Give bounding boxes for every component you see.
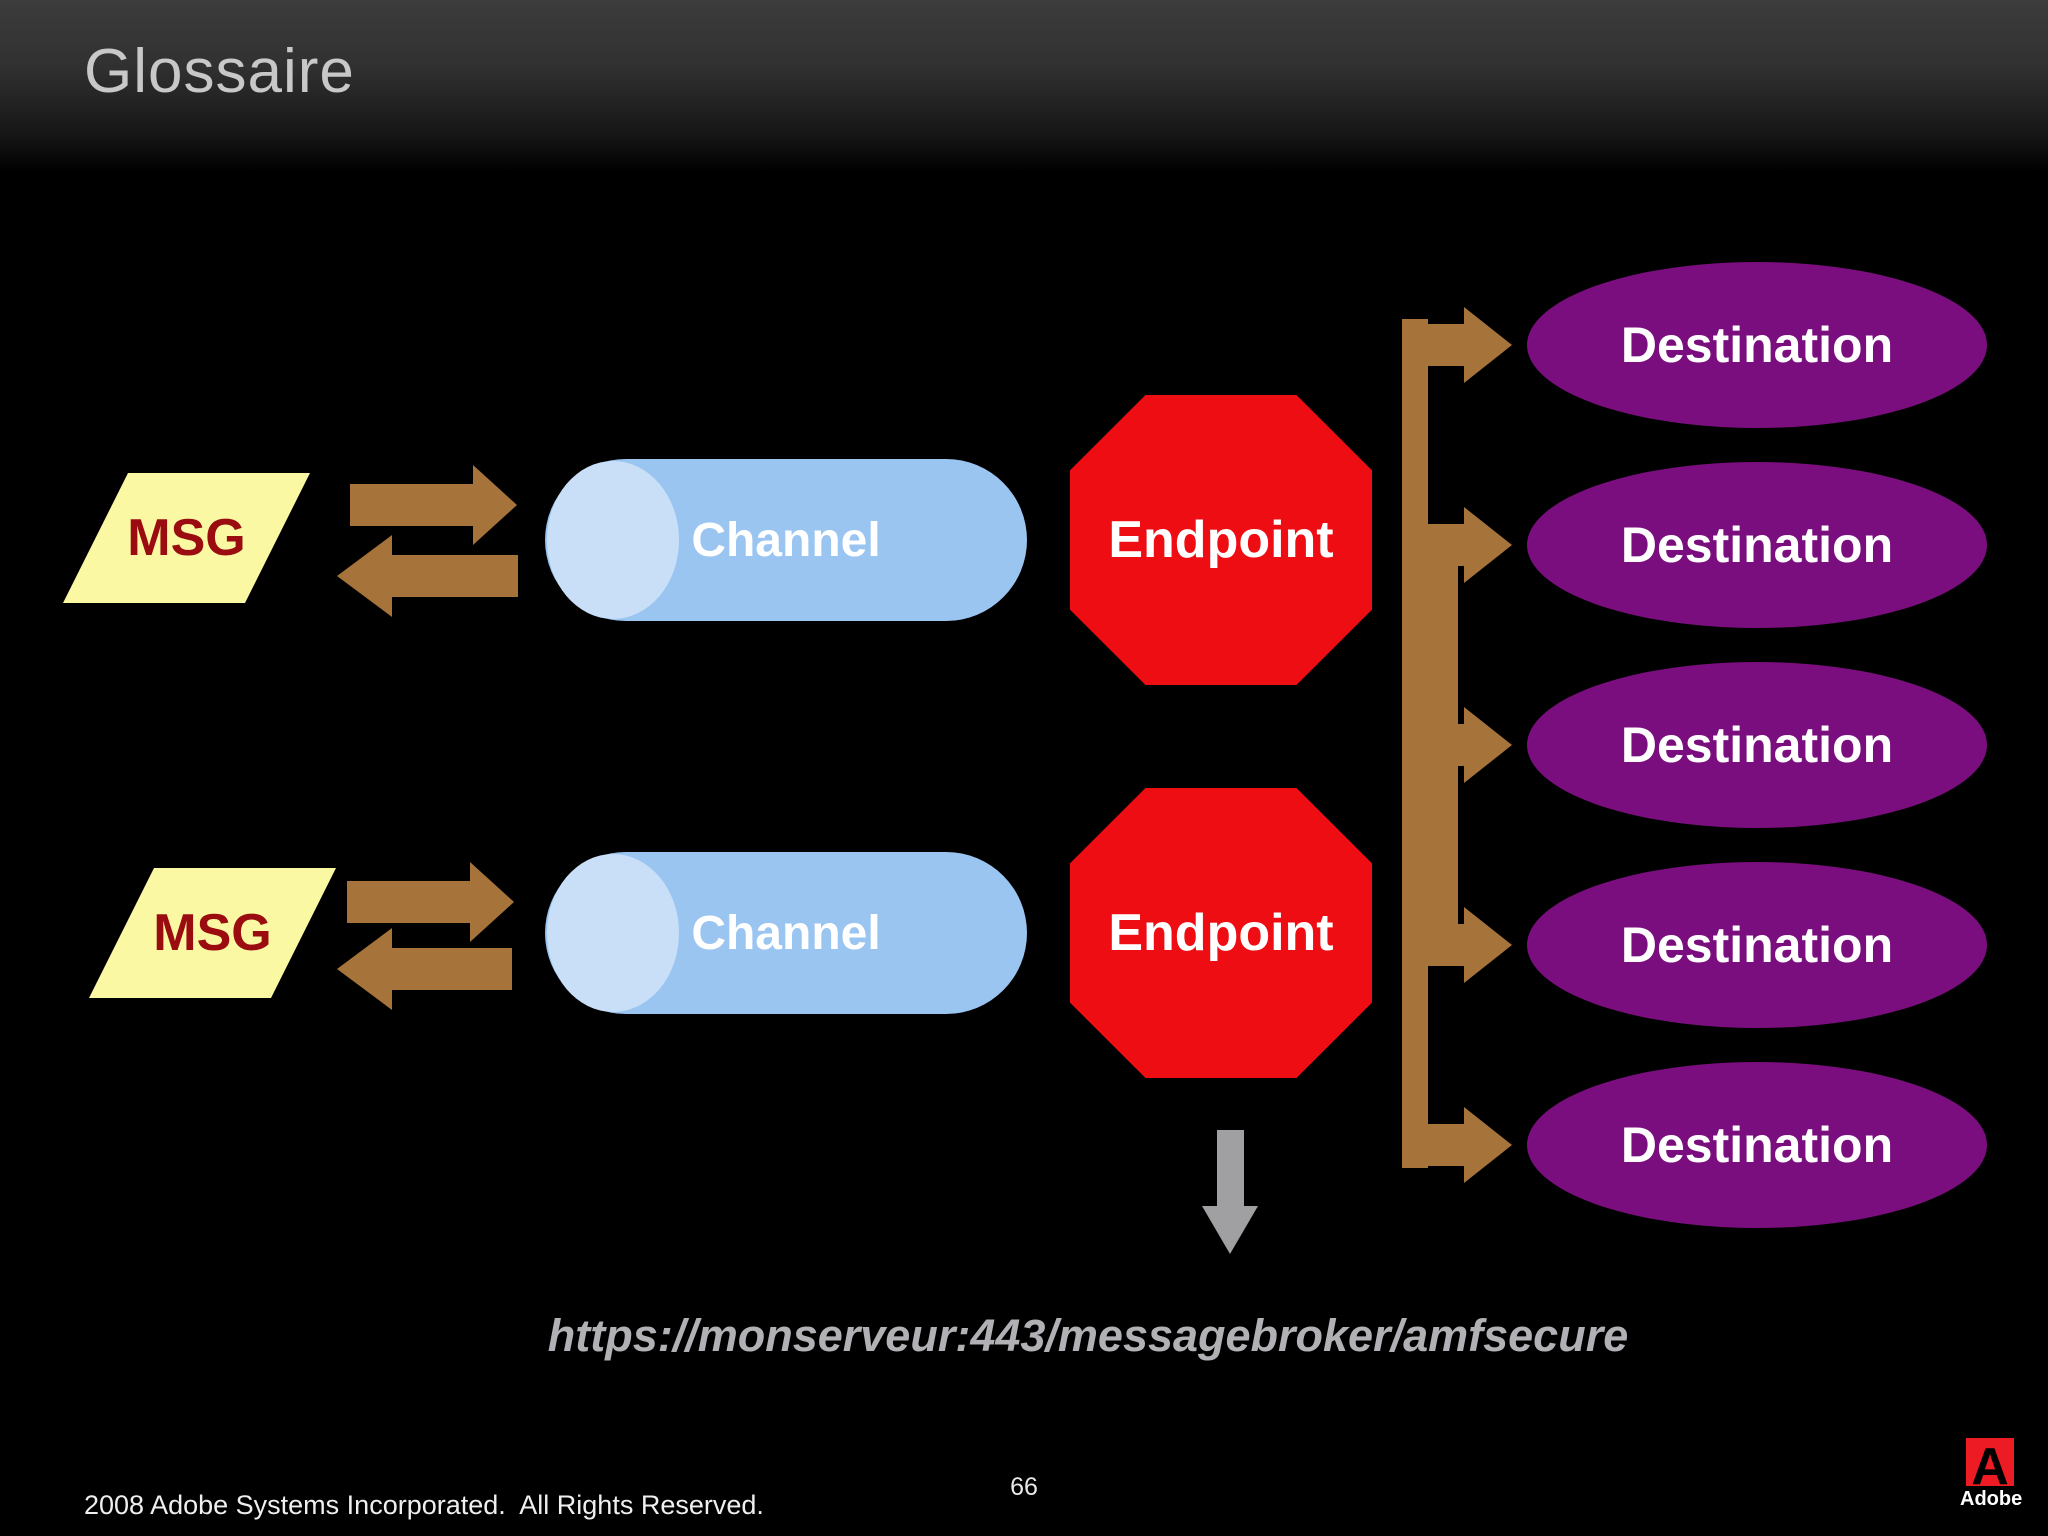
endpoint-label: Endpoint bbox=[1108, 904, 1334, 962]
slide-header: Glossaire bbox=[0, 0, 2048, 172]
endpoint-url-arrow bbox=[1202, 1130, 1258, 1254]
arrow-right-icon bbox=[350, 465, 517, 545]
destination-shape-5: Destination bbox=[1527, 1062, 1987, 1228]
endpoint-shape-2: Endpoint bbox=[1070, 788, 1372, 1078]
footer-copyright: 2008 Adobe Systems Incorporated. All Rig… bbox=[84, 1490, 764, 1520]
channel-label: Channel bbox=[691, 906, 881, 960]
trunk-arm-arrow-4 bbox=[1402, 907, 1512, 983]
arrow-right-icon bbox=[1464, 907, 1512, 983]
msg-label: MSG bbox=[127, 509, 246, 567]
channel-shape-1: Channel bbox=[545, 459, 1027, 621]
trunk-arm-arrow-5 bbox=[1402, 1107, 1512, 1183]
channel-shape-2: Channel bbox=[545, 852, 1027, 1014]
endpoint-destination-trunk bbox=[1402, 307, 1512, 1183]
page-number: 66 bbox=[1010, 1473, 1038, 1501]
destination-label: Destination bbox=[1620, 1117, 1894, 1173]
destination-shape-4: Destination bbox=[1527, 862, 1987, 1028]
arrow-left-icon bbox=[337, 928, 512, 1010]
url-caption: https://monserveur:443/messagebroker/amf… bbox=[547, 1310, 1629, 1361]
page-title: Glossaire bbox=[84, 37, 355, 106]
bidirectional-arrows-row2 bbox=[337, 862, 514, 1010]
adobe-wordmark: Adobe bbox=[1960, 1488, 2023, 1510]
arrow-right-icon bbox=[347, 862, 514, 942]
svg-text:A: A bbox=[1971, 1438, 2009, 1486]
trunk-arm-arrow-2 bbox=[1402, 507, 1512, 583]
destination-shape-3: Destination bbox=[1527, 662, 1987, 828]
trunk-arm-arrow-3 bbox=[1402, 707, 1512, 783]
destination-label: Destination bbox=[1620, 917, 1894, 973]
arrow-right-icon bbox=[1464, 1107, 1512, 1183]
adobe-logo: A Adobe bbox=[1960, 1438, 2023, 1511]
destination-label: Destination bbox=[1620, 317, 1894, 373]
trunk-arm-arrow-1 bbox=[1402, 307, 1512, 383]
destination-label: Destination bbox=[1620, 517, 1894, 573]
destination-label: Destination bbox=[1620, 717, 1894, 773]
bidirectional-arrows-row1 bbox=[337, 465, 518, 617]
arrow-right-icon bbox=[1464, 307, 1512, 383]
arrow-right-icon bbox=[1464, 707, 1512, 783]
arrow-down-icon bbox=[1202, 1206, 1258, 1254]
endpoint-label: Endpoint bbox=[1108, 511, 1334, 569]
arrow-left-icon bbox=[337, 535, 518, 617]
arrow-right-icon bbox=[1464, 507, 1512, 583]
adobe-logo-icon: A bbox=[1966, 1438, 2014, 1486]
destination-shape-2: Destination bbox=[1527, 462, 1987, 628]
destination-shape-1: Destination bbox=[1527, 262, 1987, 428]
endpoint-shape-1: Endpoint bbox=[1070, 395, 1372, 685]
msg-label: MSG bbox=[153, 904, 272, 962]
channel-label: Channel bbox=[691, 513, 881, 567]
